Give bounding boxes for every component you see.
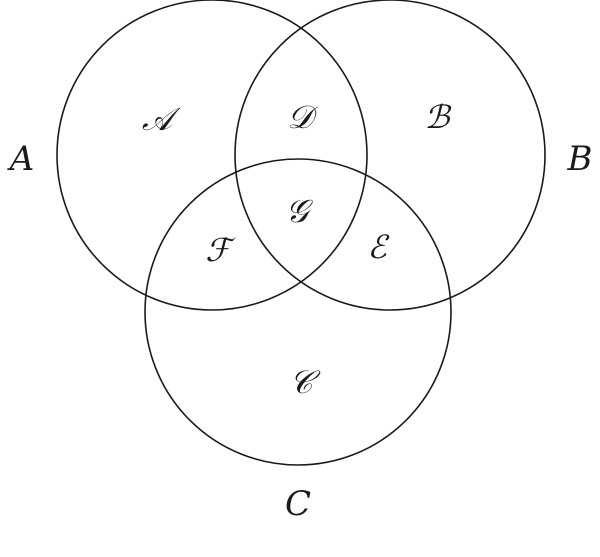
region-label-a-and-c: ℱ — [205, 231, 236, 269]
circle-b — [234, 0, 546, 311]
set-label-c: C — [285, 484, 311, 524]
set-label-a: A — [7, 139, 35, 179]
set-label-b: B — [567, 139, 593, 179]
region-label-a-b-and-c: 𝒢 — [286, 192, 314, 230]
region-label-a-only: 𝒜 — [142, 100, 181, 138]
region-label-b-and-c: ℰ — [367, 228, 390, 266]
region-label-a-and-b: 𝒟 — [287, 98, 318, 136]
circle-c — [144, 158, 452, 466]
region-label-c-only: 𝒞 — [289, 363, 321, 401]
circle-a — [56, 0, 368, 311]
region-label-b-only: ℬ — [424, 98, 452, 136]
